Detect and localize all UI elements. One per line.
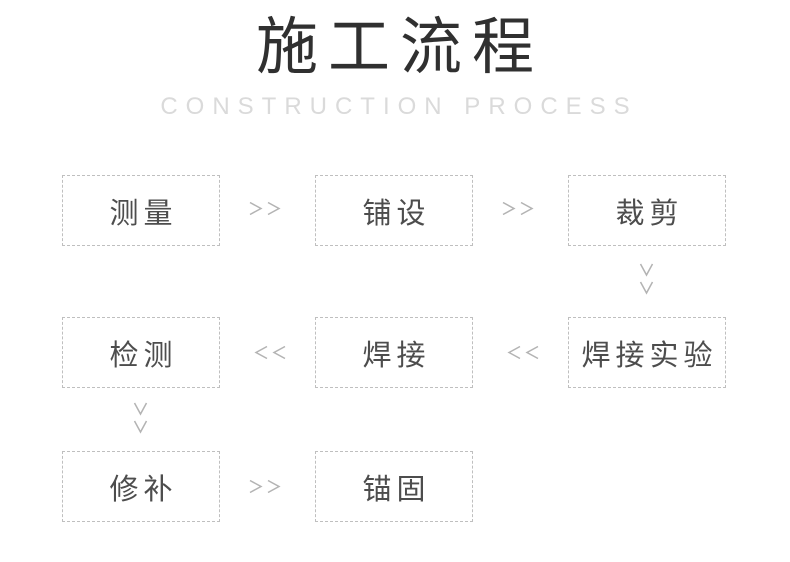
arrow-right-icon [502,201,539,216]
flow-box-inspection: 检测 [62,317,220,388]
flow-box-label: 检测 [109,339,178,372]
arrow-down-icon [133,402,148,439]
arrow-right-icon [249,479,286,494]
flow-box-label: 焊接 [362,339,431,372]
page-title: 施工流程 [255,13,544,82]
arrow-left-icon [249,345,286,360]
flow-box-laying: 铺设 [315,175,473,246]
flow-box-label: 铺设 [362,197,431,230]
flow-box-anchoring: 锚固 [315,451,473,522]
flow-box-label: 测量 [109,197,178,230]
flow-box-repair: 修补 [62,451,220,522]
flow-box-label: 裁剪 [615,197,684,230]
flow-box-label: 修补 [109,473,178,506]
flow-box-cutting: 裁剪 [568,175,726,246]
flow-box-measure: 测量 [62,175,220,246]
flow-box-welding-test: 焊接实验 [568,317,726,388]
arrow-right-icon [249,201,286,216]
arrow-left-icon [502,345,539,360]
flow-box-label: 焊接实验 [581,339,718,372]
page-subtitle: CONSTRUCTION PROCESS [160,93,638,120]
flow-box-welding: 焊接 [315,317,473,388]
arrow-down-icon [639,263,654,300]
flow-box-label: 锚固 [362,473,431,506]
